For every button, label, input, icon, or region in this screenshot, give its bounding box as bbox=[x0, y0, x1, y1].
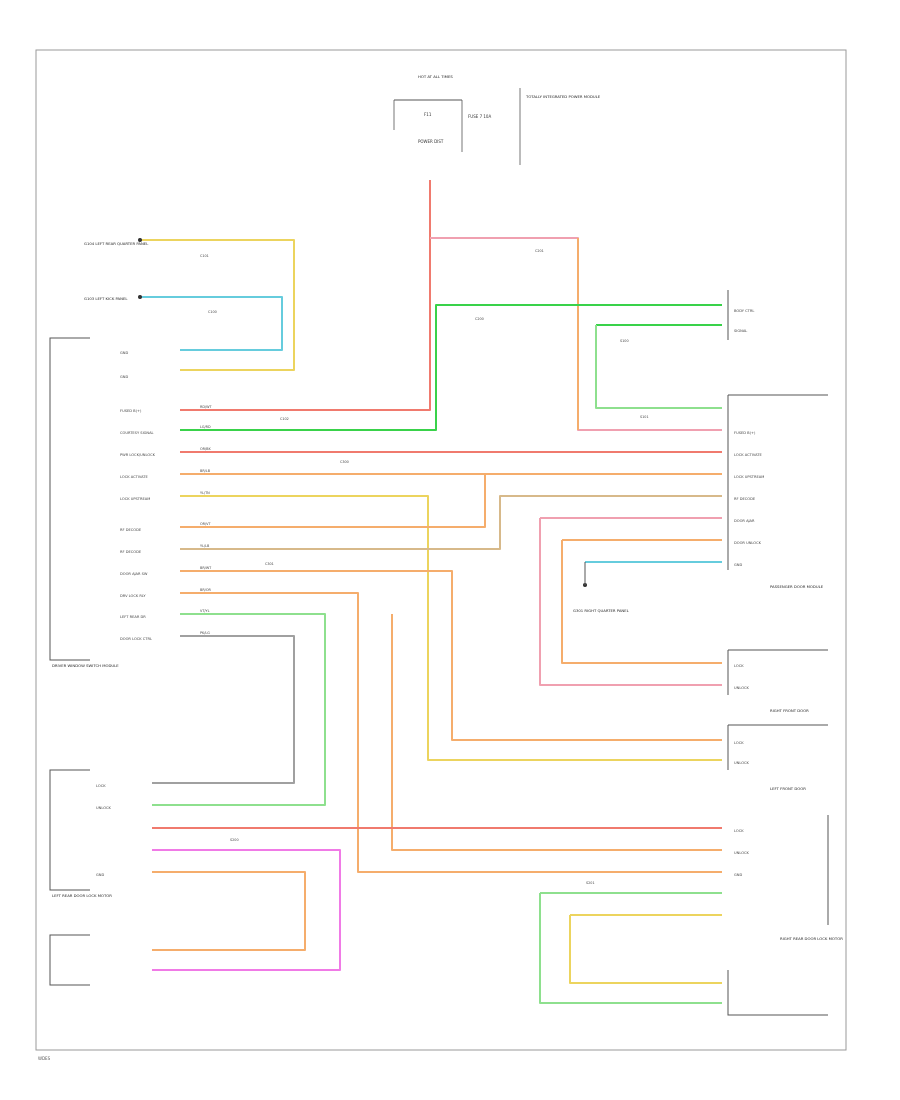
pin-label: UNLOCK bbox=[734, 851, 750, 855]
pin-label: SIGNAL bbox=[734, 329, 747, 333]
main-feed bbox=[180, 180, 722, 431]
rear-right-module: RIGHT REAR DOOR LOCK MOTOR LOCK UNLOCK G… bbox=[727, 815, 843, 1016]
pin-label: DOOR LOCK CTRL bbox=[120, 637, 152, 641]
pin-label: RF DECODE bbox=[120, 550, 142, 554]
right-front-name: RIGHT FRONT DOOR bbox=[770, 708, 809, 713]
pin-label: FUSED B(+) bbox=[120, 409, 142, 413]
pin-label: LOCK bbox=[96, 784, 106, 788]
pin-label: UNLOCK bbox=[734, 686, 750, 690]
rear-left-module: LEFT REAR DOOR LOCK MOTOR LOCK UNLOCK GN… bbox=[49, 769, 112, 986]
pin-label: DOOR AJAR SW bbox=[120, 572, 148, 576]
connector-labels: C101 C100 C102 C200 C201 C300 C301 S100 … bbox=[200, 249, 649, 885]
left-front-name: LEFT FRONT DOOR bbox=[770, 786, 806, 791]
pin-label: BODY CTRL bbox=[734, 309, 754, 313]
pin-label: LEFT REAR DR bbox=[120, 615, 146, 619]
courtesy-wire bbox=[180, 304, 722, 431]
connector-label: C201 bbox=[535, 249, 544, 253]
connector-label: C200 bbox=[475, 317, 484, 321]
fuse-label: F11 bbox=[424, 112, 432, 117]
wire-code: BR/LB bbox=[200, 469, 211, 473]
pin-label: PWR LOCK/UNLOCK bbox=[120, 453, 156, 457]
footer-id: WDES bbox=[38, 1056, 51, 1061]
connector-label: C300 bbox=[340, 460, 349, 464]
pin-label: DOOR UNLOCK bbox=[734, 541, 762, 545]
fuse-title: HOT AT ALL TIMES bbox=[418, 74, 453, 79]
pin-label: RF DECODE bbox=[120, 528, 142, 532]
connector-label: C101 bbox=[200, 254, 209, 258]
wire-code: LG/RD bbox=[200, 425, 211, 429]
rear-left-name: LEFT REAR DOOR LOCK MOTOR bbox=[52, 893, 112, 898]
pin-label: UNLOCK bbox=[734, 761, 750, 765]
pin-label: GND bbox=[120, 375, 128, 379]
connector-label: C100 bbox=[208, 310, 217, 314]
pin-wires bbox=[152, 451, 722, 873]
front-doors: LOCK UNLOCK RIGHT FRONT DOOR LOCK UNLOCK… bbox=[727, 649, 828, 791]
pin-label: COURTESY SIGNAL bbox=[120, 431, 154, 435]
pin-label: DOOR AJAR bbox=[734, 519, 755, 523]
pin-label: LOCK ACTIVATE bbox=[734, 453, 762, 457]
connector-label: S200 bbox=[230, 838, 239, 842]
pin-label: GND bbox=[734, 563, 742, 567]
passenger-module: PASSENGER DOOR MODULE BODY CTRL SIGNAL F… bbox=[727, 290, 828, 589]
pin-label: GND bbox=[96, 873, 104, 877]
pin-label: GND bbox=[734, 873, 742, 877]
wire-code: BR/OR bbox=[200, 588, 211, 592]
ground-g104: G104 LEFT REAR QUARTER PANEL bbox=[84, 241, 149, 246]
wire-code: BR/WT bbox=[200, 566, 212, 570]
rear-right-name: RIGHT REAR DOOR LOCK MOTOR bbox=[780, 936, 843, 941]
pin-label: LOCK ACTIVATE bbox=[120, 475, 148, 479]
connector-label: S101 bbox=[640, 415, 649, 419]
pin-label: LOCK bbox=[734, 664, 744, 668]
rear-wires bbox=[152, 827, 722, 1004]
ground-dot-icon bbox=[138, 238, 142, 242]
wire-code: PK/LG bbox=[200, 631, 210, 635]
ground-dot-icon bbox=[138, 295, 142, 299]
wire-code: YL/LB bbox=[200, 544, 210, 548]
connector-label: S100 bbox=[620, 339, 629, 343]
right-wires: G301 RIGHT QUARTER PANEL bbox=[539, 517, 722, 686]
wire-code: VT/YL bbox=[200, 609, 210, 613]
pin-label: FUSED B(+) bbox=[734, 431, 756, 435]
power-dist-label: POWER DIST bbox=[418, 139, 444, 144]
ground-g103: G103 LEFT KICK PANEL bbox=[84, 296, 128, 301]
diagram-frame bbox=[35, 49, 847, 1051]
pin-label: GND bbox=[120, 351, 128, 355]
passenger-module-name: PASSENGER DOOR MODULE bbox=[770, 584, 824, 589]
pin-label: LOCK bbox=[734, 741, 744, 745]
connector-label: C102 bbox=[280, 417, 289, 421]
fuse-module-name: TOTALLY INTEGRATED POWER MODULE bbox=[525, 94, 601, 99]
driver-wire-codes: RD/WT LG/RD OR/BK BR/LB YL/TN OR/VT YL/L… bbox=[200, 405, 212, 635]
driver-pin-labels: GND GND FUSED B(+) COURTESY SIGNAL PWR L… bbox=[120, 351, 156, 641]
wire-code: OR/VT bbox=[200, 522, 211, 526]
pin-label: LOCK UPSTREAM bbox=[120, 497, 150, 501]
driver-switch-name: DRIVER WINDOW SWITCH MODULE bbox=[52, 663, 119, 668]
ground-g301: G301 RIGHT QUARTER PANEL bbox=[573, 608, 630, 613]
pin-label: UNLOCK bbox=[96, 806, 112, 810]
wire-code: YL/TN bbox=[200, 491, 210, 495]
pin-label: LOCK UPSTREAM bbox=[734, 475, 764, 479]
ground-wires: G104 LEFT REAR QUARTER PANEL G103 LEFT K… bbox=[84, 238, 295, 371]
pin-label: RF DECODE bbox=[734, 497, 756, 501]
connector-label: S201 bbox=[586, 881, 595, 885]
pin-label: DRV LOCK RLY bbox=[120, 594, 146, 598]
wire-code: OR/BK bbox=[200, 447, 211, 451]
connector-label: C301 bbox=[265, 562, 274, 566]
wire-code: RD/WT bbox=[200, 405, 212, 409]
fuse-block-label: FUSE 7 10A bbox=[468, 114, 491, 119]
pin-label: LOCK bbox=[734, 829, 744, 833]
fuse-block: HOT AT ALL TIMES F11 FUSE 7 10A TOTALLY … bbox=[393, 74, 601, 165]
driver-switch-module: DRIVER WINDOW SWITCH MODULE GND GND FUSE… bbox=[49, 337, 212, 668]
